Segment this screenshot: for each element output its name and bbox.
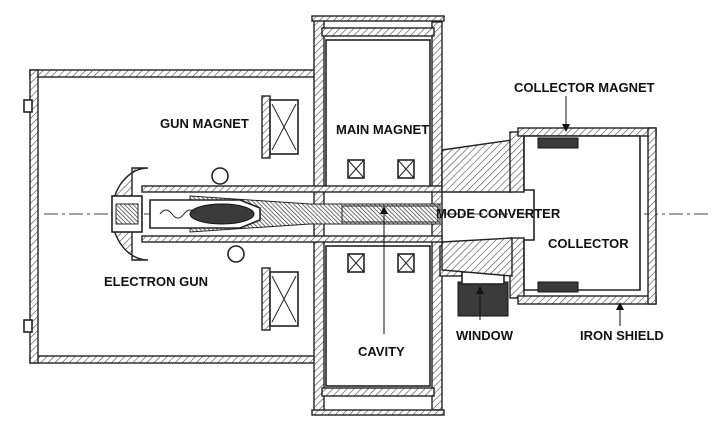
iron-shield-label: IRON SHIELD: [580, 328, 664, 343]
outer-frame: [23, 69, 321, 364]
gun-magnet-coils: [261, 95, 299, 331]
collector-label: COLLECTOR: [548, 236, 629, 251]
gun-magnet-label: GUN MAGNET: [160, 116, 249, 131]
window-label: WINDOW: [456, 328, 514, 343]
main-magnet-label: MAIN MAGNET: [336, 122, 429, 137]
tube-body: [141, 167, 443, 263]
collector-assembly: [441, 127, 657, 305]
mode-converter-label: MODE CONVERTER: [436, 206, 561, 221]
electron-gun-label: ELECTRON GUN: [104, 274, 208, 289]
collector-magnet-label: COLLECTOR MAGNET: [514, 80, 655, 95]
leader-lines: [380, 96, 624, 334]
cavity-label: CAVITY: [358, 344, 405, 359]
main-magnet-coils: [325, 39, 431, 387]
electron-gun-flange: [111, 167, 149, 261]
